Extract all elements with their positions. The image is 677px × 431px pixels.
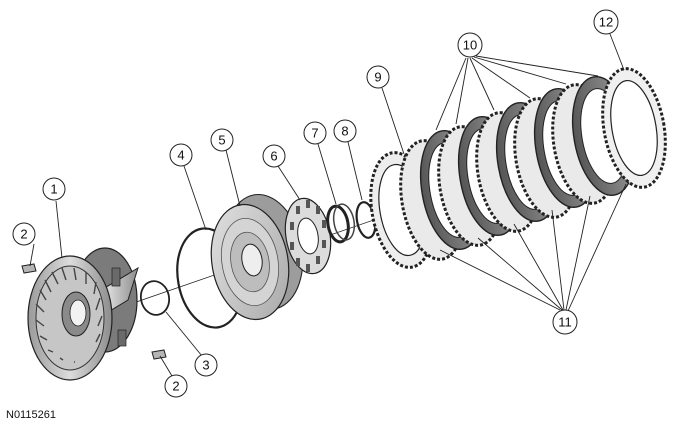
- key-upper: [21, 263, 37, 274]
- svg-text:3: 3: [202, 358, 209, 373]
- small-o-ring: [139, 280, 171, 316]
- svg-text:7: 7: [311, 126, 318, 141]
- svg-text:10: 10: [463, 38, 477, 53]
- svg-text:4: 4: [177, 148, 184, 163]
- leader-lines: [29, 33, 627, 377]
- svg-text:11: 11: [558, 315, 572, 330]
- callout-12: 12: [593, 9, 619, 35]
- callout-2-upper: 2: [12, 222, 36, 246]
- callout-5: 5: [210, 128, 234, 152]
- figure-id: N0115261: [6, 409, 56, 421]
- callout-4: 4: [169, 143, 193, 167]
- callout-10: 10: [457, 32, 483, 58]
- svg-text:5: 5: [218, 133, 225, 148]
- svg-text:12: 12: [599, 15, 613, 30]
- svg-text:6: 6: [270, 149, 277, 164]
- svg-text:2: 2: [172, 379, 179, 394]
- svg-text:8: 8: [341, 124, 348, 139]
- callout-1: 1: [42, 177, 66, 201]
- svg-text:9: 9: [374, 70, 381, 85]
- callout-8: 8: [333, 119, 357, 143]
- callout-3: 3: [194, 353, 218, 377]
- backing-plate: [601, 67, 667, 189]
- clutch-piston: [210, 193, 304, 321]
- callout-11: 11: [552, 309, 578, 335]
- clutch-drum: [27, 247, 139, 381]
- callout-2-lower: 2: [164, 374, 188, 398]
- svg-text:1: 1: [50, 182, 57, 197]
- key-lower: [151, 349, 167, 360]
- spring-retainer: [326, 203, 356, 244]
- svg-text:2: 2: [20, 227, 27, 242]
- callout-7: 7: [303, 121, 327, 145]
- callout-6: 6: [262, 144, 286, 168]
- callout-9: 9: [366, 65, 390, 89]
